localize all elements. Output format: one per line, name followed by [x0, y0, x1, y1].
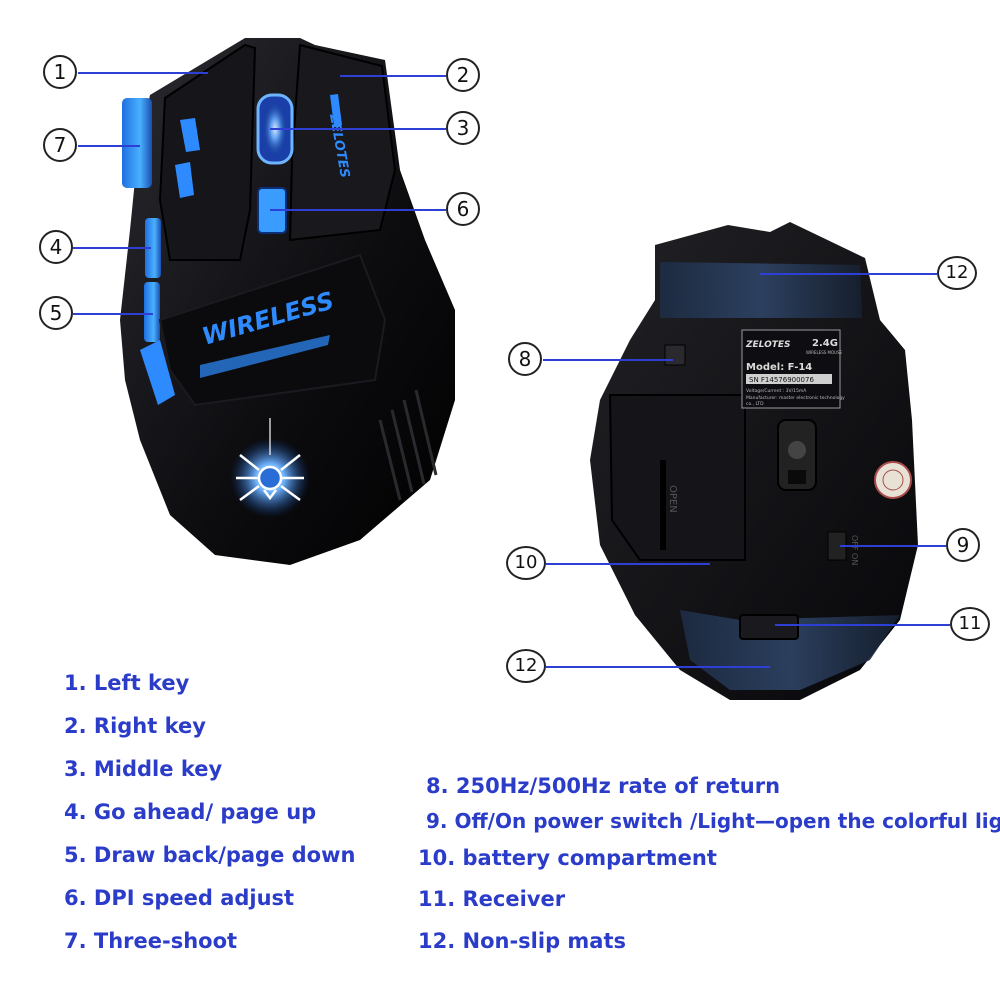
legend-item-page-down: 5. Draw back/page down	[64, 843, 356, 867]
callout-9: 9	[946, 528, 980, 562]
callout-12a: 12	[937, 256, 977, 290]
grip-ribs	[378, 389, 438, 501]
product-sticker: ZELOTES 2.4G WIRELESS MOUSE Model: F-14 …	[741, 329, 845, 409]
sticker-sub: WIRELESS MOUSE	[806, 350, 843, 355]
mouse-top-view: WIRELESS ZELOTES	[120, 38, 455, 565]
leader-line-5	[73, 313, 153, 315]
battery-open-text: OPEN	[667, 485, 678, 513]
callout-12b: 12	[506, 649, 546, 683]
leader-line-7	[78, 145, 140, 147]
spider-logo-icon	[236, 454, 304, 502]
page-up-button[interactable]	[145, 218, 161, 278]
leader-line-1	[78, 72, 208, 74]
certification-seal	[874, 461, 912, 499]
legend-item-battery: 10. battery compartment	[418, 846, 717, 870]
leader-line-3	[270, 128, 446, 130]
callout-5: 5	[39, 296, 73, 330]
left-key[interactable]	[158, 43, 257, 261]
leader-line-4	[73, 247, 151, 249]
legend-item-dpi: 6. DPI speed adjust	[64, 886, 295, 910]
non-slip-pad-top	[660, 262, 862, 318]
legend-item-page-up: 4. Go ahead/ page up	[64, 800, 317, 824]
non-slip-pad-bottom	[680, 610, 900, 690]
sticker-manufacturer: Manufacturer: master electronic technolo…	[746, 395, 845, 401]
callout-7: 7	[43, 128, 77, 162]
callout-6: 6	[446, 192, 480, 226]
legend-item-left-key: 1. Left key	[64, 671, 190, 695]
legend-item-power-switch: 9. Off/On power switch /Light—open the c…	[426, 809, 1000, 833]
sticker-model: Model: F-14	[746, 362, 812, 373]
callout-8: 8	[508, 342, 542, 376]
three-shoot-button[interactable]	[122, 98, 152, 188]
leader-line-2	[340, 75, 446, 77]
legend-item-non-slip: 12. Non-slip mats	[418, 929, 627, 953]
sticker-brand: ZELOTES	[745, 340, 791, 350]
sticker-sn: SN F14576900076	[749, 376, 814, 384]
leader-line-10	[546, 563, 710, 565]
page-down-button[interactable]	[144, 282, 160, 342]
legend-item-right-key: 2. Right key	[64, 714, 206, 738]
leader-line-12a	[760, 273, 937, 275]
callout-2: 2	[446, 58, 480, 92]
sticker-freq: 2.4G	[812, 338, 838, 349]
sticker-manufacturer-2: co., LTD	[746, 401, 764, 407]
sticker-voltage: Voltage/Current : 3V/15mA	[746, 388, 807, 394]
leader-line-8	[543, 359, 673, 361]
rate-switch[interactable]	[664, 344, 686, 366]
leader-line-12b	[546, 666, 770, 668]
right-key[interactable]	[288, 43, 397, 242]
legend-item-middle-key: 3. Middle key	[64, 757, 223, 781]
leader-line-6	[270, 209, 446, 211]
switch-text: OFF ON	[850, 535, 859, 565]
legend-item-rate: 8. 250Hz/500Hz rate of return	[426, 774, 781, 798]
leader-line-9	[840, 545, 946, 547]
leader-line-11	[775, 624, 950, 626]
battery-compartment	[608, 394, 746, 561]
callout-3: 3	[446, 111, 480, 145]
mouse-bottom-view: OPEN OFF ON ZELOTES 2.4G WIRELESS MOUSE …	[590, 222, 918, 700]
legend-item-three-shoot: 7. Three-shoot	[64, 929, 238, 953]
decorative-stripes	[140, 94, 342, 405]
legend-item-receiver: 11. Receiver	[418, 887, 566, 911]
callout-11: 11	[950, 607, 990, 641]
callout-10: 10	[506, 546, 546, 580]
callout-4: 4	[39, 230, 73, 264]
receiver-slot[interactable]	[739, 614, 799, 640]
callout-1: 1	[43, 55, 77, 89]
